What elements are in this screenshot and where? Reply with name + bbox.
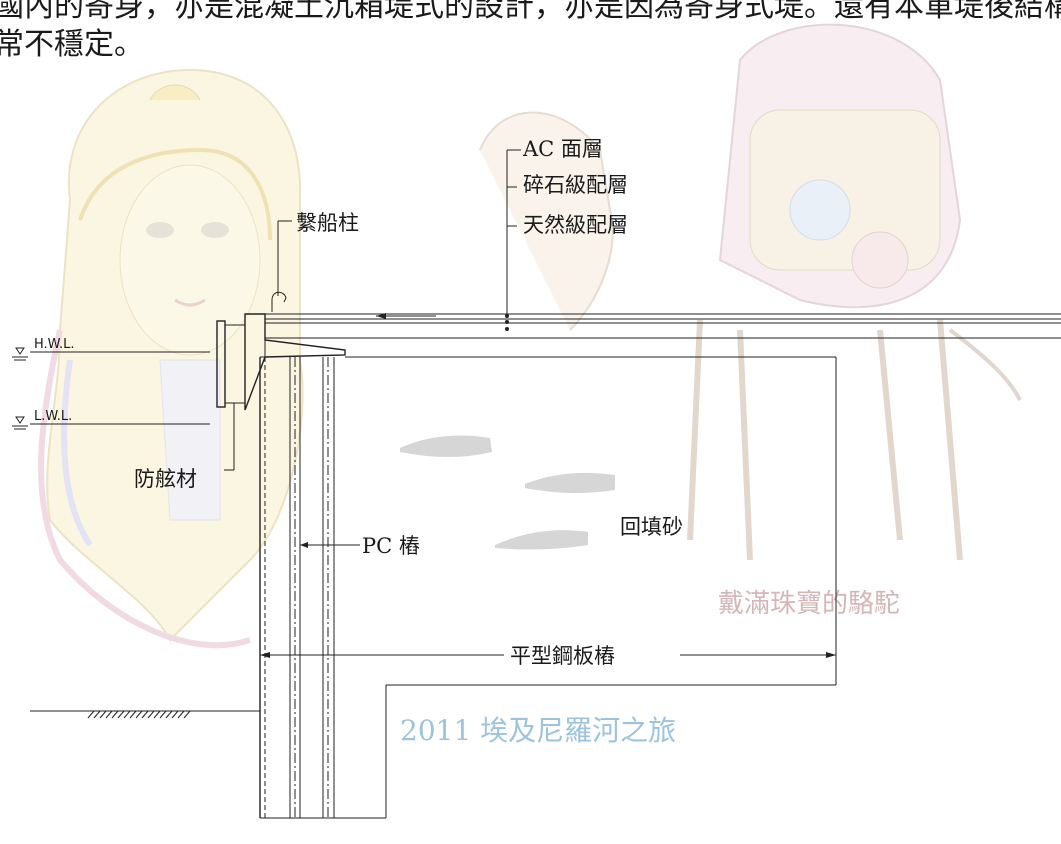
quay-cap-beam — [244, 313, 346, 411]
high-water-level — [12, 347, 210, 361]
ac-layer-label: AC 面層 — [522, 137, 603, 161]
backfill-sand-zone — [260, 356, 837, 819]
fender-label: 防舷材 — [134, 467, 197, 491]
lwl-label: L.W.L. — [34, 409, 72, 424]
bollard-label: 繫船柱 — [296, 211, 359, 235]
crushed-stone-layer-label: 碎石級配層 — [523, 173, 628, 197]
pc-pile-leader — [300, 542, 360, 548]
trip-caption-watermark: 2011 埃及尼羅河之旅 — [400, 714, 676, 747]
header-line-2: 常不穩定。 — [0, 27, 144, 62]
header-line-1: 國內的寄身，亦是混凝土沉箱堤式的設計，亦是因為寄身式堤。還有本軍堤後結構， — [0, 0, 1061, 24]
pharaoh-mask-illustration — [38, 68, 304, 649]
pc-pile-label: PC 樁 — [362, 534, 420, 558]
hwl-label: H.W.L. — [34, 337, 75, 352]
deck-pavement — [265, 313, 1061, 339]
backfill-sand-label: 回填砂 — [620, 515, 683, 539]
fender-block — [216, 320, 246, 471]
seabed-line — [30, 710, 260, 719]
bollard — [271, 220, 292, 312]
sand-stipple — [400, 435, 615, 550]
natural-gravel-layer-label: 天然級配層 — [523, 213, 628, 237]
drainage-slope-arrow — [376, 313, 436, 319]
pavement-leader-lines — [506, 149, 521, 316]
camel-caption-watermark: 戴滿珠寶的駱駝 — [718, 589, 900, 619]
pc-pile-group — [289, 357, 335, 818]
low-water-level — [12, 416, 210, 430]
flat-sheet-pile-label: 平型鋼板樁 — [510, 644, 615, 668]
sheet-pile-dimension-line — [260, 652, 836, 658]
flat-steel-sheet-pile-front — [259, 356, 266, 818]
camel-illustration — [479, 23, 1022, 561]
